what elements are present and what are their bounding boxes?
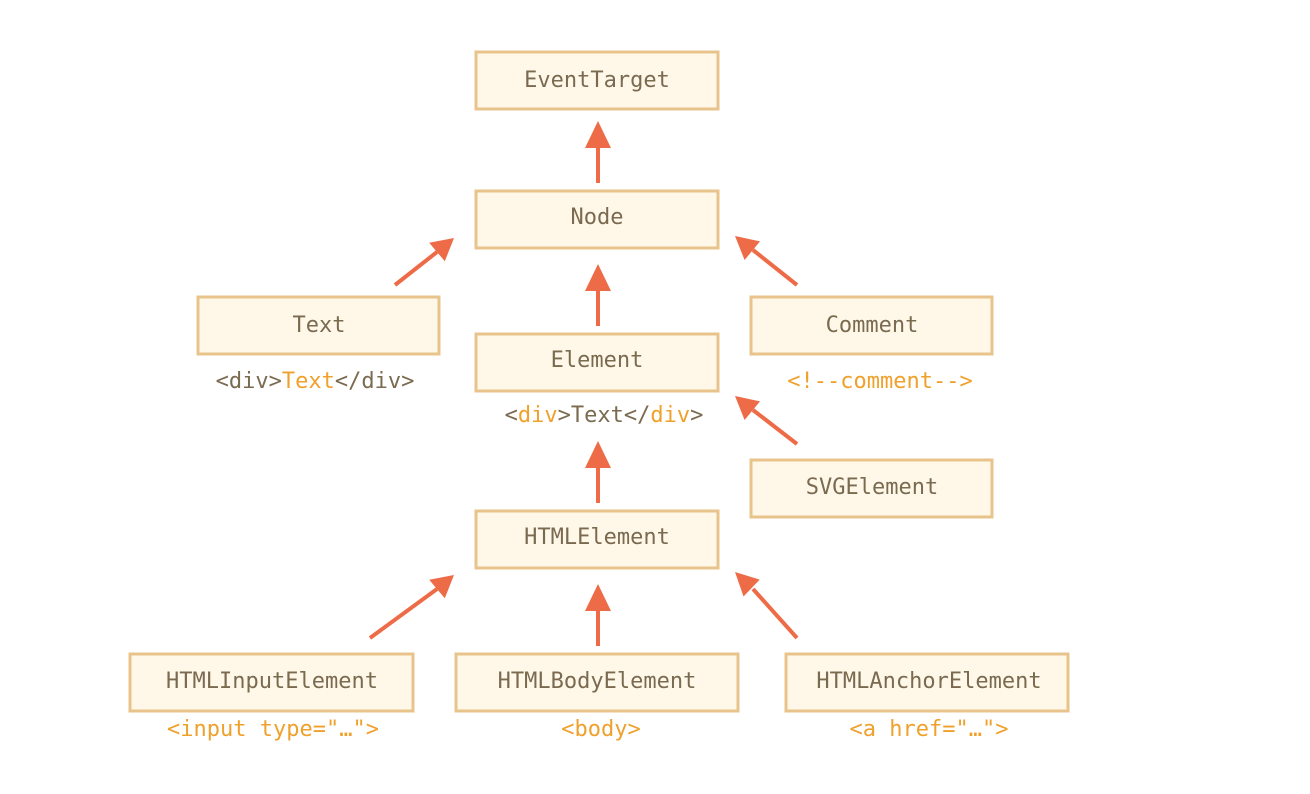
caption-html-anchor-element: <a href="…"> [850, 717, 1009, 742]
node-label: HTMLBodyElement [498, 669, 697, 694]
node-label: HTMLElement [524, 525, 670, 550]
node-label: Node [571, 205, 624, 230]
node-html-anchor-element: HTMLAnchorElement [784, 652, 1070, 713]
caption-part: < [505, 403, 518, 428]
caption-html-input-element: <input type="…"> [167, 717, 379, 742]
node-html-body-element: HTMLBodyElement [454, 652, 740, 713]
arrow-text-to-node [393, 238, 454, 287]
caption-comment: <!--comment--> [787, 369, 972, 394]
node-label: Comment [826, 313, 919, 338]
node-comment: Comment [749, 295, 994, 356]
caption-part: > [690, 403, 703, 428]
caption-part: div [518, 403, 558, 428]
caption-html-body-element: <body> [561, 717, 640, 742]
arrow-svg-element-to-element [735, 396, 799, 446]
node-html-input-element: HTMLInputElement [128, 652, 415, 713]
node-event-target: EventTarget [474, 50, 720, 111]
caption-part: <div> [216, 369, 282, 394]
node-label: HTMLInputElement [166, 669, 378, 694]
caption-text: <div>Text</div> [216, 369, 415, 394]
node-node: Node [474, 189, 720, 250]
node-label: Element [551, 348, 644, 373]
node-label: EventTarget [524, 68, 670, 93]
caption-part: </div> [335, 369, 414, 394]
arrow-html-input-element-to-html-element [368, 575, 454, 640]
node-element: Element [474, 332, 720, 393]
node-label: HTMLAnchorElement [816, 669, 1041, 694]
node-label: SVGElement [806, 475, 938, 500]
arrow-html-body-element-to-html-element [585, 584, 611, 646]
node-label: Text [293, 313, 346, 338]
node-text: Text [196, 295, 441, 356]
caption-element: <div>Text</div> [505, 403, 704, 428]
caption-part: div [650, 403, 690, 428]
arrow-comment-to-node [735, 236, 799, 287]
arrow-html-element-to-element [585, 441, 611, 503]
arrow-element-to-node [585, 264, 611, 326]
node-html-element: HTMLElement [474, 509, 720, 570]
caption-part: Text [282, 369, 335, 394]
arrow-html-anchor-element-to-html-element [735, 572, 799, 640]
caption-part: >Text</ [558, 403, 651, 428]
node-svg-element: SVGElement [749, 458, 994, 519]
arrow-node-to-event-target [585, 121, 611, 183]
